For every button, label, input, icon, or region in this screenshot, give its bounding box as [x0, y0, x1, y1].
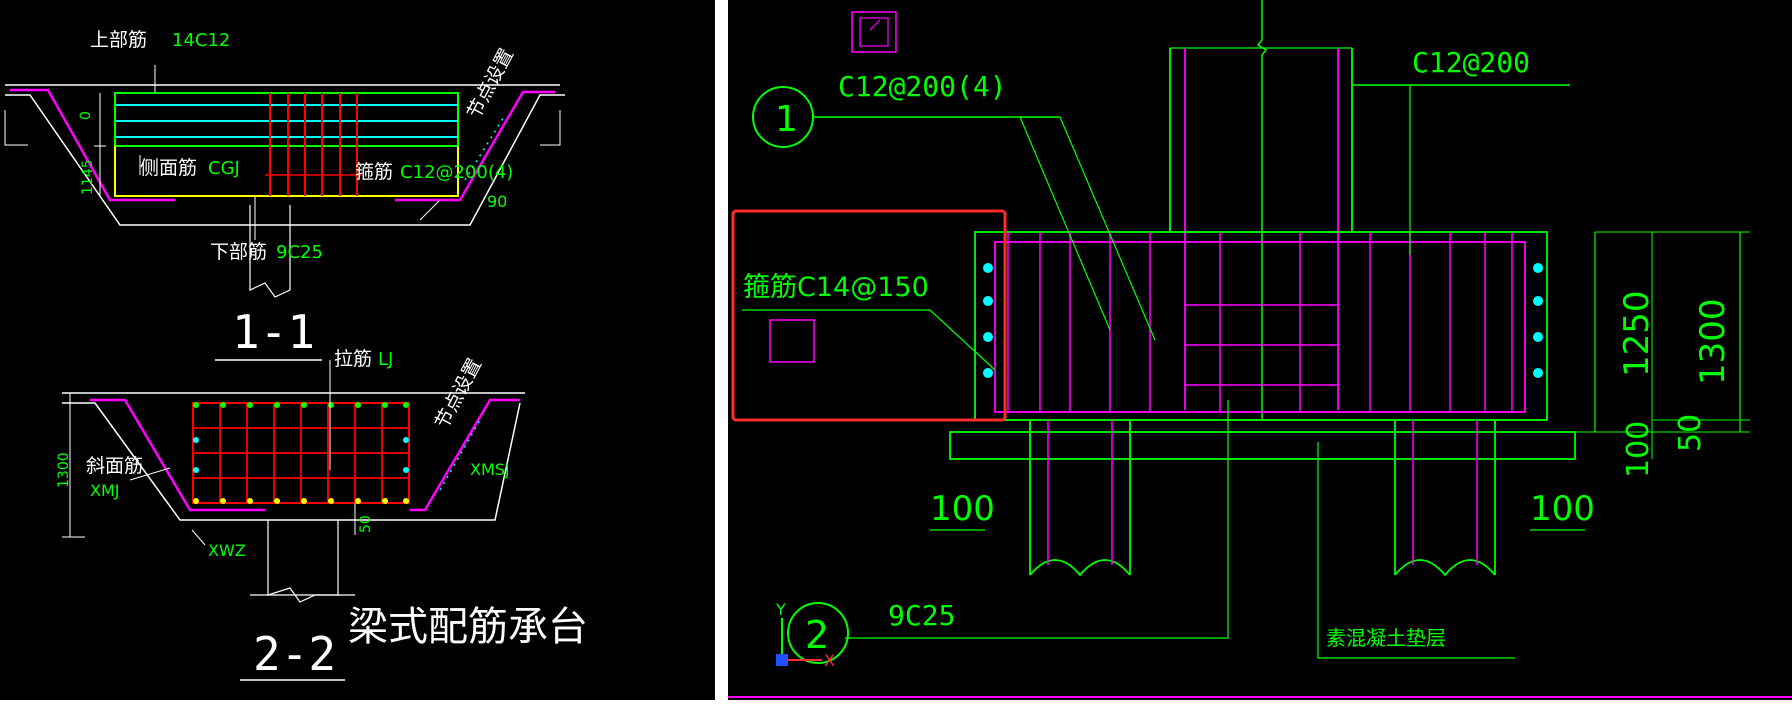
s1-dim-side: 1145 [80, 159, 96, 195]
section-1-1 [4, 65, 565, 361]
s2-xwz: XWZ [208, 541, 246, 560]
s1-beam-bottom [114, 146, 459, 197]
s2-dim-50: 50 [358, 515, 374, 533]
s1-bottom-bar-label: 下部筋 [210, 241, 267, 263]
section-2-2 [62, 360, 525, 681]
dim-100-right-bottom: 100 [1530, 489, 1595, 529]
axis-origin [776, 654, 788, 666]
s2-slope-label: 斜面筋 [86, 455, 143, 477]
s2-slope-bar-left [90, 398, 265, 512]
s1-top-bar-label: 上部筋 [90, 29, 147, 51]
callout-2-circle [787, 602, 849, 664]
s2-slope-value: XMJ [90, 481, 119, 500]
cap-vertical-bars [1007, 232, 1513, 412]
s2-leader-xwz [191, 529, 206, 546]
s2-dim-height: 1300 [56, 452, 72, 488]
s1-stirrup-label: 箍筋 [355, 161, 393, 183]
s2-tie-label: 拉筋 [334, 348, 372, 370]
s1-side-bar-value: CGJ [208, 158, 240, 179]
stirrup-symbol-side [769, 319, 815, 363]
right-panel-labels: 1 C12@200(4) C12@200 箍筋C14@150 1250 1300… [743, 46, 1733, 670]
s2-tie-value: LJ [378, 349, 393, 370]
highlight-box [731, 209, 1007, 422]
stirrup-symbol-top [851, 11, 897, 53]
s2-xmsj: XMSJ [470, 460, 510, 479]
s2-leader-slope [129, 467, 171, 481]
label-cushion: 素混凝土垫层 [1326, 626, 1446, 650]
callout-1-number: 1 [775, 99, 798, 140]
s2-title: 2-2 [253, 627, 336, 681]
s1-node-dots [464, 114, 506, 181]
s1-slope-bar-left [10, 88, 175, 202]
pile-left [1029, 420, 1131, 577]
axis-y-label: Y [775, 600, 786, 619]
label-stirrup-4: C12@200(4) [838, 70, 1007, 103]
s1-beam-outline [114, 92, 459, 147]
s2-outline [62, 402, 521, 521]
cap-horizontal-bars [1185, 304, 1338, 386]
dim-100-left: 100 [930, 489, 995, 529]
pile-cap-rebar [994, 241, 1526, 413]
s1-slope-bar-right [395, 90, 555, 202]
dim-1300: 1300 [1693, 298, 1733, 385]
pile-right [1394, 420, 1496, 577]
dim-50: 50 [1673, 414, 1708, 452]
dim-100-right: 100 [1621, 421, 1656, 478]
s1-break-left [4, 110, 28, 146]
pile-cap-outline [974, 231, 1548, 421]
label-bottom-bar: 9C25 [888, 599, 955, 632]
s1-break-right [540, 110, 561, 146]
label-stirrup-top: C12@200 [1412, 46, 1530, 79]
axis-x-label: X [824, 651, 835, 670]
cushion-layer [949, 431, 1576, 460]
s1-outline [5, 94, 565, 226]
s1-column [249, 205, 291, 298]
s2-yellow-dots [193, 498, 409, 504]
dim-1250: 1250 [1617, 290, 1657, 377]
s1-title: 1-1 [232, 305, 315, 359]
right-pile-cap-section [728, 0, 1792, 698]
label-stirrup-side: 箍筋C14@150 [743, 272, 929, 303]
cap-cyan-dots [983, 263, 1543, 378]
s1-side-bar-label: 侧面筋 [140, 157, 197, 179]
callout-2-number: 2 [805, 613, 829, 657]
s1-bottom-bar-value: 9C25 [276, 242, 323, 263]
s2-slope-bar-right [410, 398, 520, 512]
s2-caption: 梁式配筋承台 [348, 604, 588, 650]
s1-dim-top: 0 [78, 111, 94, 120]
s1-angle-tick [419, 199, 441, 221]
s1-top-bar-value: 14C12 [172, 30, 230, 51]
s2-cyan-dots [193, 437, 409, 473]
s1-angle: 90 [487, 192, 507, 211]
s1-stirrup-value: C12@200(4) [400, 162, 513, 183]
